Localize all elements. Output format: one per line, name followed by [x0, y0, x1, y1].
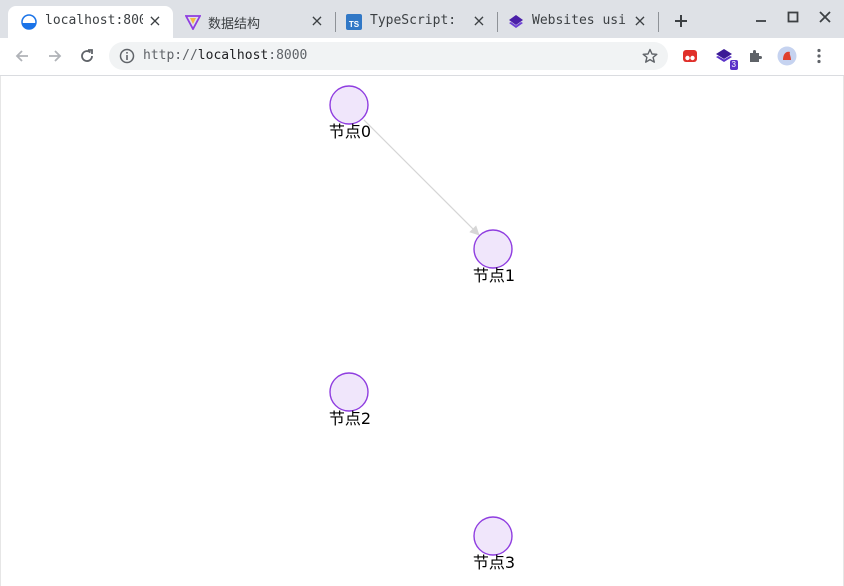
tab-websites[interactable]: Websites usi × [498, 6, 658, 38]
tab-separator [497, 12, 498, 32]
typescript-logo-icon: TS [346, 14, 362, 30]
minimize-button[interactable] [750, 6, 772, 28]
close-window-button[interactable] [814, 6, 836, 28]
url-scheme: http:// [143, 48, 198, 63]
node-circle[interactable] [329, 372, 369, 412]
close-tab-icon[interactable]: × [633, 11, 647, 30]
tab-title: Websites usi [532, 13, 626, 28]
tab-typescript[interactable]: TS TypeScript: × [336, 6, 497, 38]
extension-badge: 3 [729, 60, 738, 70]
red-extension-icon [683, 50, 697, 62]
close-icon [819, 11, 831, 23]
edges-layer [363, 119, 480, 236]
browser-toolbar: http://localhost:8000 3 [0, 38, 844, 76]
reload-button[interactable] [75, 44, 99, 68]
url-host: localhost [197, 48, 269, 63]
minimize-icon [756, 20, 766, 22]
graph-node-0[interactable]: 节点0 [329, 85, 371, 141]
graph-node-1[interactable]: 节点1 [473, 229, 515, 285]
kebab-menu-icon [817, 48, 821, 64]
info-icon [119, 48, 135, 64]
reload-icon [81, 49, 93, 62]
plus-icon [675, 15, 687, 27]
node-circle[interactable] [473, 229, 513, 269]
close-tab-icon[interactable]: × [310, 11, 324, 30]
arrow-right-icon [49, 50, 62, 62]
avatar-icon [777, 46, 797, 66]
tab-title: 数据结构 [208, 17, 261, 32]
tab-data-structures[interactable]: 数据结构 × [173, 6, 335, 38]
tab-title: TypeScript: [370, 13, 457, 28]
url-text: http://localhost:8000 [143, 48, 307, 63]
maximize-button[interactable] [782, 6, 804, 28]
close-tab-icon[interactable]: × [472, 11, 486, 30]
node-label: 节点0 [329, 122, 371, 141]
puzzle-icon [750, 50, 762, 62]
nodes-layer: 节点0 节点1 节点2 节点3 [329, 85, 515, 572]
tab-localhost[interactable]: localhost:8000 × [8, 6, 173, 38]
arrow-left-icon [15, 50, 28, 62]
graph-canvas: 节点0 节点1 节点2 节点3 [329, 85, 515, 572]
extension-layers-button[interactable]: 3 [712, 44, 738, 70]
close-tab-icon[interactable]: × [148, 11, 162, 30]
layers-extension-icon [716, 49, 732, 62]
tab-separator [335, 12, 336, 32]
layers-logo-icon [509, 15, 523, 28]
profile-button[interactable] [776, 45, 798, 67]
page-content: 节点0 节点1 节点2 节点3 [0, 76, 844, 586]
half-blue-circle-icon [21, 14, 37, 30]
vite-logo-icon [185, 15, 201, 30]
node-label: 节点3 [473, 553, 515, 572]
graph-node-2[interactable]: 节点2 [329, 372, 371, 428]
maximize-icon [787, 11, 799, 23]
tab-title: localhost:8000 [45, 13, 143, 28]
back-button[interactable] [10, 44, 34, 68]
extensions-button[interactable] [744, 45, 766, 67]
svg-text:TS: TS [349, 20, 360, 29]
graph-edge-node0-node1 [363, 119, 480, 236]
menu-button[interactable] [808, 45, 830, 67]
extension-red-button[interactable] [680, 46, 700, 66]
node-label: 节点1 [473, 266, 515, 285]
tab-separator [658, 12, 659, 32]
tab-strip: localhost:8000 × 数据结构 × TS TypeScript: ×… [0, 0, 844, 38]
address-bar[interactable]: http://localhost:8000 [109, 42, 668, 70]
node-circle[interactable] [473, 516, 513, 556]
node-label: 节点2 [329, 409, 371, 428]
url-port: :8000 [268, 48, 308, 63]
new-tab-button[interactable] [670, 10, 692, 32]
node-circle[interactable] [329, 85, 369, 125]
bookmark-star-icon[interactable] [642, 48, 658, 64]
forward-button[interactable] [43, 44, 67, 68]
graph-node-3[interactable]: 节点3 [473, 516, 515, 572]
